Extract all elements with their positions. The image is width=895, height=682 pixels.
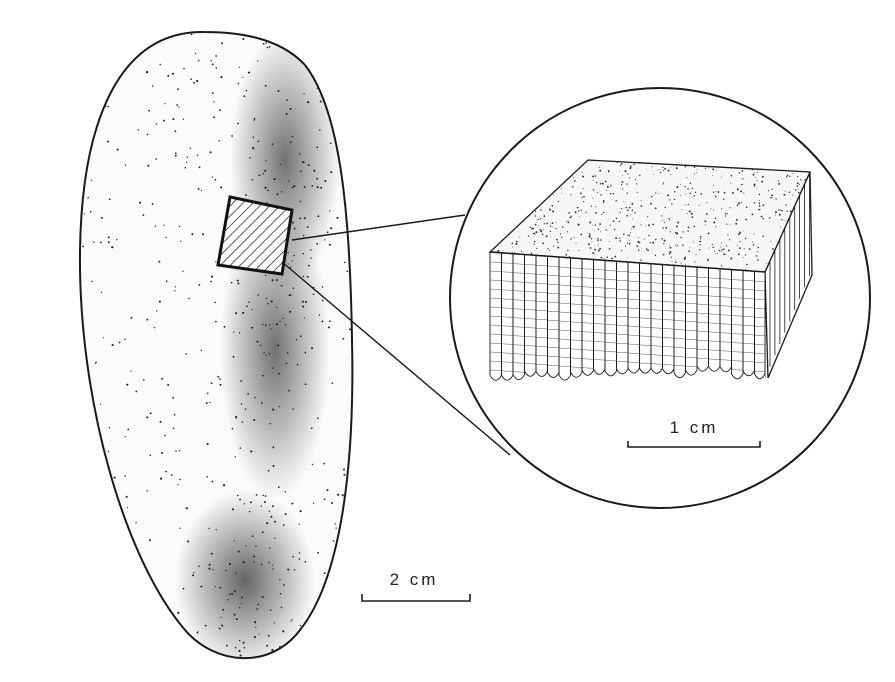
specimen-body [80,30,356,671]
block-front-face [490,252,765,380]
scale-bar-2cm-label: 2 cm [390,570,439,589]
scale-bar-1cm-label: 1 cm [670,418,719,437]
scale-bar-2cm: 2 cm [362,570,470,601]
sample-area-marker [218,197,292,274]
